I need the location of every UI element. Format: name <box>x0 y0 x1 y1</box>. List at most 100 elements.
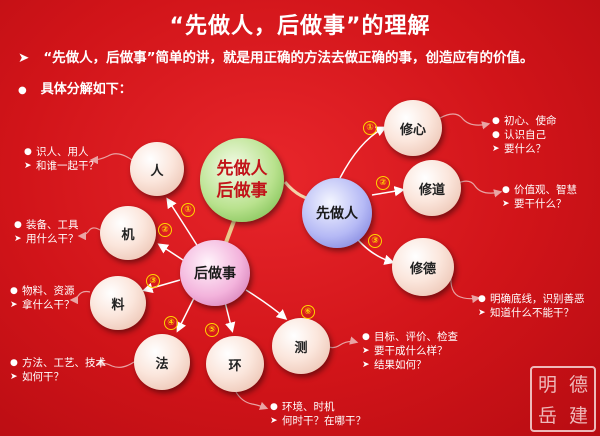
note-row: ➤何时干？在哪干？ <box>270 415 366 427</box>
connector-after-liao <box>142 279 181 293</box>
num-xiude: ③ <box>368 234 382 248</box>
num-huan: ⑤ <box>205 323 219 337</box>
num-ce: ⑥ <box>301 305 315 319</box>
note-row: ➤要干成什么样？ <box>362 345 448 357</box>
note-arrow-fa <box>95 358 135 368</box>
dot-bullet-icon: ● <box>10 286 18 296</box>
subheading-text: 具体分解如下： <box>40 82 132 97</box>
connector-after-ji <box>157 243 187 263</box>
notes-xiude: ●明确底线，识别善恶 ➤知道什么不能干？ <box>478 292 585 320</box>
connector-after-huan <box>224 301 236 333</box>
note-arrow-ji <box>77 227 101 241</box>
arrow-bullet-icon: ➤ <box>24 161 32 171</box>
arrow-bullet-icon: ➤ <box>362 346 370 356</box>
num-ren: ① <box>181 203 195 217</box>
dot-bullet-icon: ● <box>492 130 500 140</box>
node-xiudao: 修道 <box>403 160 461 216</box>
notes-ce: ●目标、评价、检查 ➤要干成什么样？ ➤结果如何？ <box>362 330 458 372</box>
node-ren: 人 <box>130 142 184 196</box>
dot-bullet-icon: ● <box>14 220 22 230</box>
seal-char: 建 <box>568 405 588 427</box>
note-row: ●方法、工艺、技术 <box>10 357 106 369</box>
note-row: ➤和谁一起干？ <box>24 160 99 172</box>
note-row: ➤用什么干？ <box>14 233 79 245</box>
dot-bullet-icon: ● <box>10 358 18 368</box>
num-xiudao: ② <box>376 176 390 190</box>
node-ce: 测 <box>272 318 330 374</box>
node-fa: 法 <box>134 334 190 390</box>
num-ji: ② <box>158 223 172 237</box>
dot-bullet-icon: ● <box>478 294 486 304</box>
dot-bullet-icon: ● <box>492 116 500 126</box>
note-row: ➤要干什么？ <box>502 198 567 210</box>
intro-line: ➤ “先做人，后做事”简单的讲，就是用正确的方法去做正确的事，创造应有的价值。 <box>18 48 593 68</box>
arrow-bullet-icon: ➤ <box>492 144 500 154</box>
num-xiuxin: ① <box>363 121 377 135</box>
dot-bullet-icon: ● <box>362 332 370 342</box>
arrow-bullet-icon: ➤ <box>502 199 510 209</box>
notes-xiuxin: ●初心、使命 ●认识自己 ➤要什么？ <box>492 114 557 156</box>
notes-xiudao: ●价值观、智慧 ➤要干什么？ <box>502 183 577 211</box>
note-row: ●物料、资源 <box>10 285 75 297</box>
after-node: 后做事 <box>180 240 250 306</box>
num-fa: ④ <box>164 316 178 330</box>
arrow-bullet-icon: ➤ <box>270 416 278 426</box>
arrow-bullet-icon: ➤ <box>14 234 22 244</box>
note-row: ●价值观、智慧 <box>502 184 577 196</box>
node-huan: 环 <box>206 336 264 392</box>
arrow-bullet-icon: ➤ <box>478 308 486 318</box>
note-arrow-xiude <box>450 267 481 304</box>
center-line1: 先做人 <box>216 159 268 179</box>
dot-bullet-icon: ● <box>24 147 32 157</box>
notes-fa: ●方法、工艺、技术 ➤如何干？ <box>10 356 106 384</box>
dot-bullet-icon: ● <box>270 402 278 412</box>
seal-stamp: 明 德 岳 建 <box>530 366 596 432</box>
connector-after-ce <box>245 289 288 320</box>
node-liao: 料 <box>90 276 146 330</box>
node-ji: 机 <box>100 206 156 260</box>
notes-ji: ●装备、工具 ➤用什么干？ <box>14 218 79 246</box>
connector-after-fa <box>176 295 196 333</box>
note-row: ●认识自己 <box>492 129 546 141</box>
note-arrow-xiudao <box>457 180 503 198</box>
subheading-line: ● 具体分解如下： <box>18 78 132 97</box>
note-row: ●装备、工具 <box>14 219 79 231</box>
num-liao: ③ <box>146 274 160 288</box>
note-row: ➤结果如何？ <box>362 359 427 371</box>
note-row: ➤如何干？ <box>10 371 64 383</box>
note-row: ●识人、用人 <box>24 146 89 158</box>
note-row: ●明确底线，识别善恶 <box>478 293 585 305</box>
page-title: “先做人，后做事”的理解 <box>169 14 431 39</box>
connector-first-xiuxin <box>339 126 387 179</box>
note-row: ➤知道什么不能干？ <box>478 307 574 319</box>
note-row: ➤拿什么干？ <box>10 299 75 311</box>
note-arrow-xiuxin <box>439 113 491 130</box>
seal-char: 明 <box>537 374 557 396</box>
arrow-bullet-icon: ➤ <box>18 50 30 66</box>
note-row: ●初心、使命 <box>492 115 557 127</box>
note-row: ●环境、时机 <box>270 401 335 413</box>
note-arrow-huan <box>235 391 269 410</box>
note-arrow-liao <box>69 290 91 305</box>
seal-char: 德 <box>568 374 588 396</box>
seal-char: 岳 <box>537 405 557 427</box>
first-node: 先做人 <box>302 178 372 248</box>
note-row: ➤要什么？ <box>492 143 546 155</box>
arrow-bullet-icon: ➤ <box>10 300 18 310</box>
node-xiuxin: 修心 <box>384 100 442 156</box>
dot-bullet-icon: ● <box>502 185 510 195</box>
notes-huan: ●环境、时机 ➤何时干？在哪干？ <box>270 400 366 428</box>
center-line2: 后做事 <box>216 181 268 201</box>
arrow-bullet-icon: ➤ <box>362 360 370 370</box>
node-xiude: 修德 <box>392 238 454 296</box>
arrow-bullet-icon: ➤ <box>10 372 18 382</box>
notes-liao: ●物料、资源 ➤拿什么干？ <box>10 284 75 312</box>
dot-bullet-icon: ● <box>18 85 27 96</box>
intro-text: “先做人，后做事”简单的讲，就是用正确的方法去做正确的事，创造应有的价值。 <box>43 50 534 66</box>
notes-ren: ●识人、用人 ➤和谁一起干？ <box>24 145 99 173</box>
note-arrow-ren <box>89 153 133 165</box>
note-row: ●目标、评价、检查 <box>362 331 458 343</box>
connector-first-xiudao <box>371 186 405 197</box>
center-node: 先做人后做事 <box>200 138 284 222</box>
